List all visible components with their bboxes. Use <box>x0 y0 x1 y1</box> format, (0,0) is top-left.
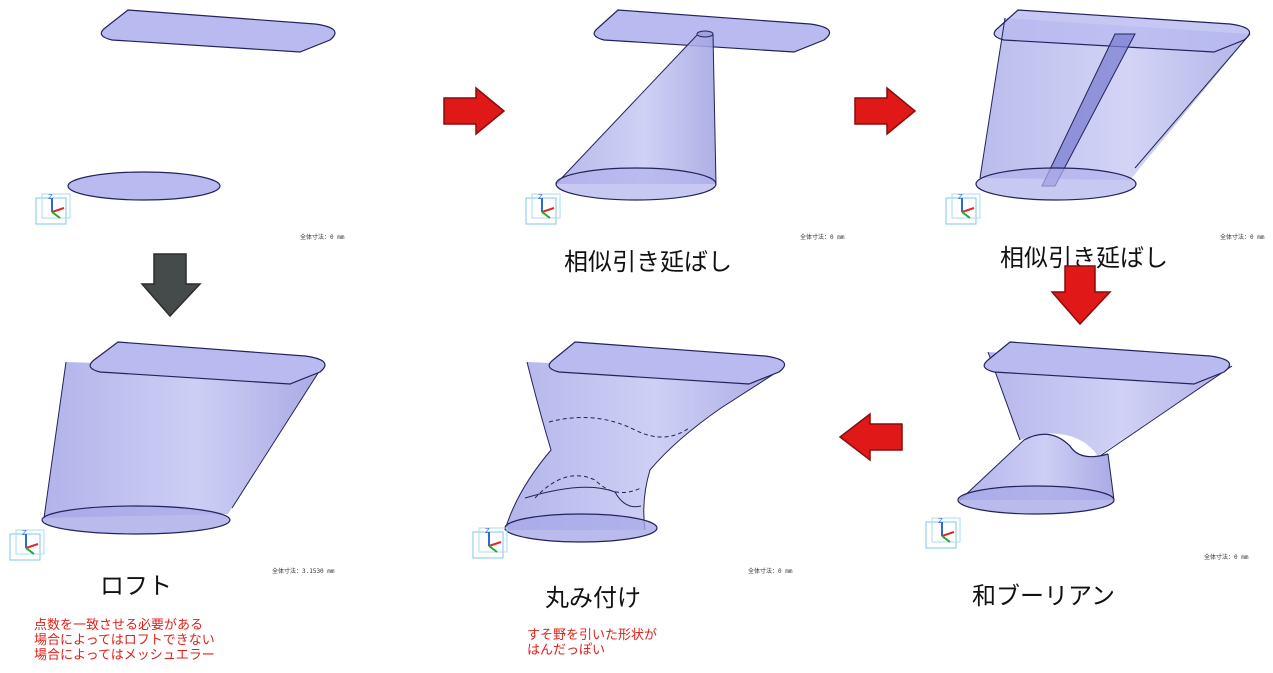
axis-gizmo-icon <box>925 516 961 549</box>
caption: 相似引き延ばし <box>564 248 732 276</box>
fillet-base <box>504 513 658 543</box>
caption: 丸み付け <box>545 584 641 612</box>
dimension-label: 全体寸法：0 mm <box>300 234 345 241</box>
cone-base <box>975 167 1137 201</box>
lower-cone-body <box>960 434 1114 500</box>
arrow-right-icon <box>854 86 917 136</box>
axis-gizmo-icon <box>472 526 508 559</box>
arrow-right-icon <box>443 86 506 136</box>
arrow-down-icon <box>140 253 202 318</box>
union-base <box>957 485 1115 515</box>
bottom-circle-face <box>67 171 221 201</box>
loft-body <box>44 362 320 518</box>
loft-base <box>41 505 231 535</box>
dimension-label: 全体寸法：0 mm <box>800 234 845 241</box>
fillet-note: すそ野を引いた形状が はんだっぽい <box>527 628 657 658</box>
top-rounded-rect-face <box>548 341 786 385</box>
dimension-label: 全体寸法：0 mm <box>1204 554 1249 561</box>
note-line: はんだっぽい <box>527 643 606 658</box>
panel-fillet: 全体寸法：0 mm 丸み付け すそ野を引いた形状が はんだっぽい <box>465 330 865 673</box>
dimension-label: 全体寸法：3.1530 mm <box>272 568 335 575</box>
axis-gizmo-icon <box>35 192 71 225</box>
top-rounded-rect-face <box>993 9 1251 53</box>
axis-gizmo-icon <box>525 192 561 225</box>
top-rounded-rect-face <box>983 341 1231 385</box>
panel-union-boolean: 全体寸法：0 mm 和ブーリアン <box>920 330 1273 673</box>
panel-similar-extrude-1: 全体寸法：0 mm 相似引き延ばし <box>510 0 870 290</box>
axis-gizmo-icon <box>945 192 981 225</box>
note-line: 場合によってはメッシュエラー <box>34 648 215 663</box>
caption: ロフト <box>100 572 172 600</box>
arrow-down-icon <box>1050 265 1112 326</box>
panel-loft: 全体寸法：3.1530 mm ロフト 点数を一致させる必要がある 場合によっては… <box>0 330 400 673</box>
panel-similar-extrude-2: 全体寸法：0 mm 相似引き延ばし <box>930 0 1273 290</box>
cone-body <box>556 34 716 184</box>
loft-note: 点数を一致させる必要がある 場合によってはロフトできない 場合によってはメッシュ… <box>34 618 215 663</box>
note-line: 場合によってはロフトできない <box>34 633 215 648</box>
panel-base-shapes: 全体寸法：0 mm <box>0 0 400 250</box>
dimension-label: 全体寸法：0 mm <box>1220 234 1265 241</box>
caption: 和ブーリアン <box>972 582 1116 610</box>
axis-gizmo-icon <box>9 528 45 561</box>
arrow-left-icon <box>838 412 903 462</box>
top-rounded-rect-face <box>593 9 831 53</box>
cone-base <box>555 167 717 201</box>
dimension-label: 全体寸法：0 mm <box>748 568 793 575</box>
top-rounded-rect-face <box>89 341 326 385</box>
inverted-cone-body <box>980 18 1250 180</box>
note-line: 点数を一致させる必要がある <box>34 618 204 633</box>
fillet-body <box>505 362 777 530</box>
note-line: すそ野を引いた形状が <box>527 628 658 643</box>
top-rounded-rect-face <box>100 9 336 53</box>
